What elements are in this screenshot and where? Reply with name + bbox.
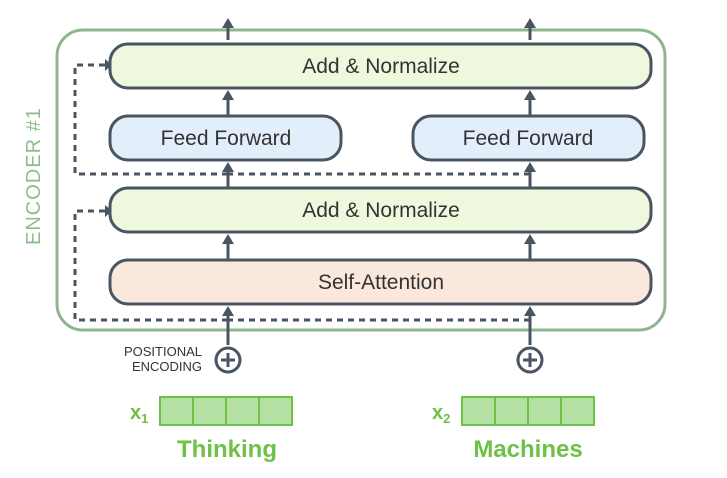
plus-circle-icon-left [214,346,242,374]
input-word-left: Thinking [177,436,277,463]
feed-forward-right-label: Feed Forward [463,127,594,150]
feed-forward-left-label: Feed Forward [161,127,292,150]
input-word-right: Machines [473,436,582,463]
encoder-label: ENCODER #1 [23,107,45,245]
input-subscript-right: 2 [443,411,450,426]
feed-forward-left-block [108,114,343,162]
positional-encoding-label-line1: POSITIONAL [124,344,202,359]
arrowheads-left-column [222,18,234,316]
residual-connection-top [73,63,228,176]
input-vector-left [159,396,293,426]
input-symbol-left: x1 [130,402,148,426]
self-attention-block [108,258,653,306]
add-normalize-top-label: Add & Normalize [302,55,460,78]
input-subscript-left: 1 [141,411,148,426]
add-normalize-bottom-block [108,186,653,234]
self-attention-label: Self-Attention [318,271,444,294]
encoder-container [55,28,667,332]
positional-encoding-label-line2: ENCODING [132,359,202,374]
input-vector-right [461,396,595,426]
input-x-left: x [130,402,141,424]
residual-connection-bottom [73,209,228,322]
add-normalize-top-block [108,42,653,90]
plus-circle-icon-right [516,346,544,374]
feed-forward-right-block [411,114,646,162]
arrowheads-right-column [524,18,536,316]
input-symbol-right: x2 [432,402,450,426]
add-normalize-bottom-label: Add & Normalize [302,199,460,222]
input-x-right: x [432,402,443,424]
